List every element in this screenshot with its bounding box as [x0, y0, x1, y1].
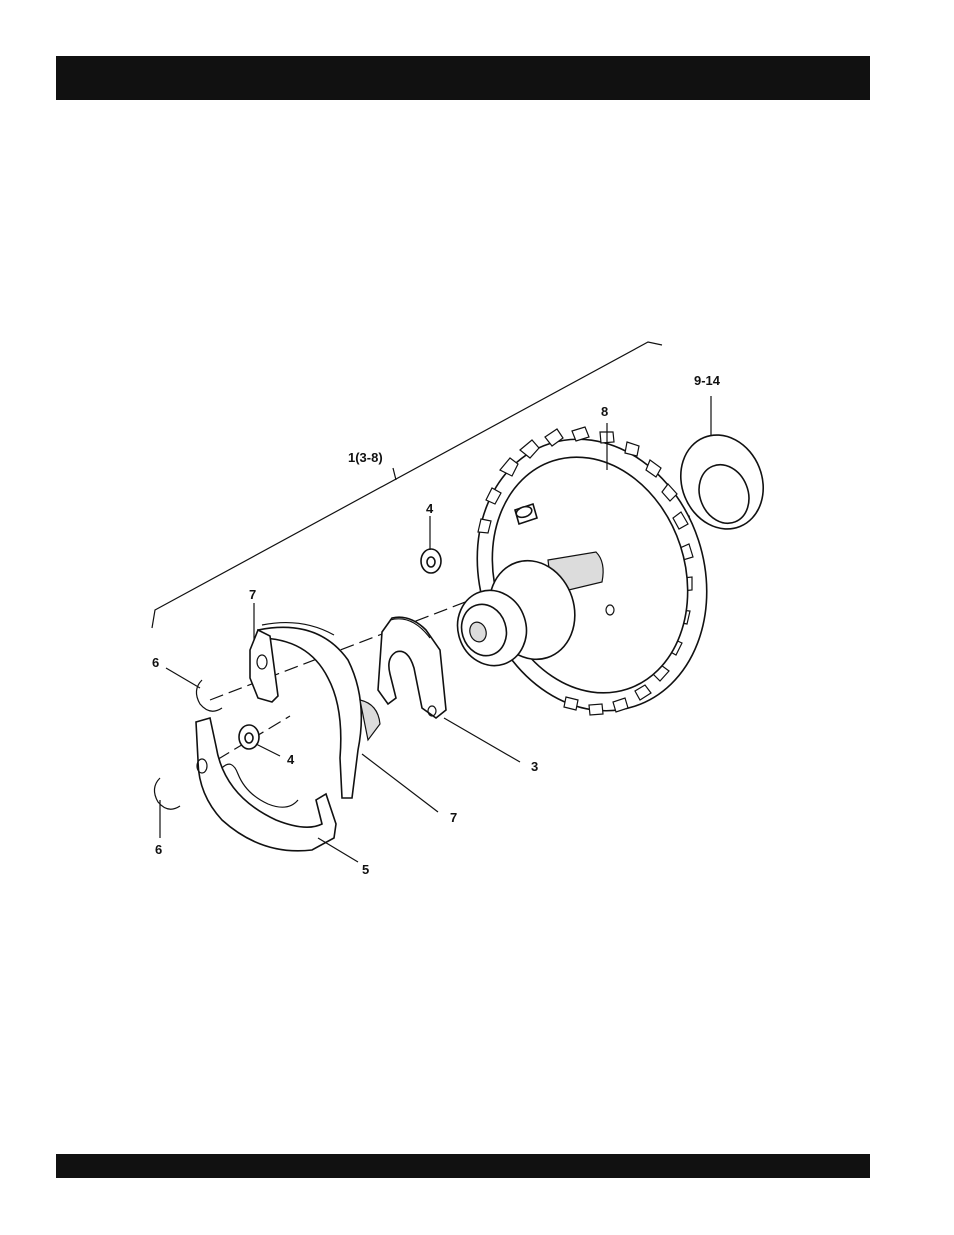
flyweight-part [250, 623, 380, 798]
washer-top-part [421, 549, 441, 573]
leader-4-bottom [256, 744, 280, 756]
leader-3 [444, 718, 520, 762]
callout-weight-bottom: 7 [450, 810, 457, 825]
plate-part [196, 718, 336, 851]
callout-gear: 8 [601, 404, 608, 419]
callout-plate: 5 [362, 862, 369, 877]
callout-washer-bottom: 4 [287, 752, 295, 767]
leader-5 [318, 838, 358, 862]
leader-7-bottom [362, 754, 438, 812]
lever-part [378, 617, 446, 718]
washer-bottom-part [239, 725, 259, 749]
callout-washer-set: 9-14 [694, 373, 721, 388]
callout-washer-top: 4 [426, 501, 434, 516]
callout-clip-bottom: 6 [155, 842, 162, 857]
clip-top-part [196, 680, 222, 711]
clip-bottom-part [154, 778, 180, 809]
footer-bar [56, 1154, 870, 1178]
assembly-bracket-tick [393, 468, 396, 480]
callout-clip-top: 6 [152, 655, 159, 670]
callout-assembly: 1(3-8) [348, 450, 383, 465]
callout-weight-top: 7 [249, 587, 256, 602]
leader-6-top [166, 668, 200, 688]
callout-lever: 3 [531, 759, 538, 774]
